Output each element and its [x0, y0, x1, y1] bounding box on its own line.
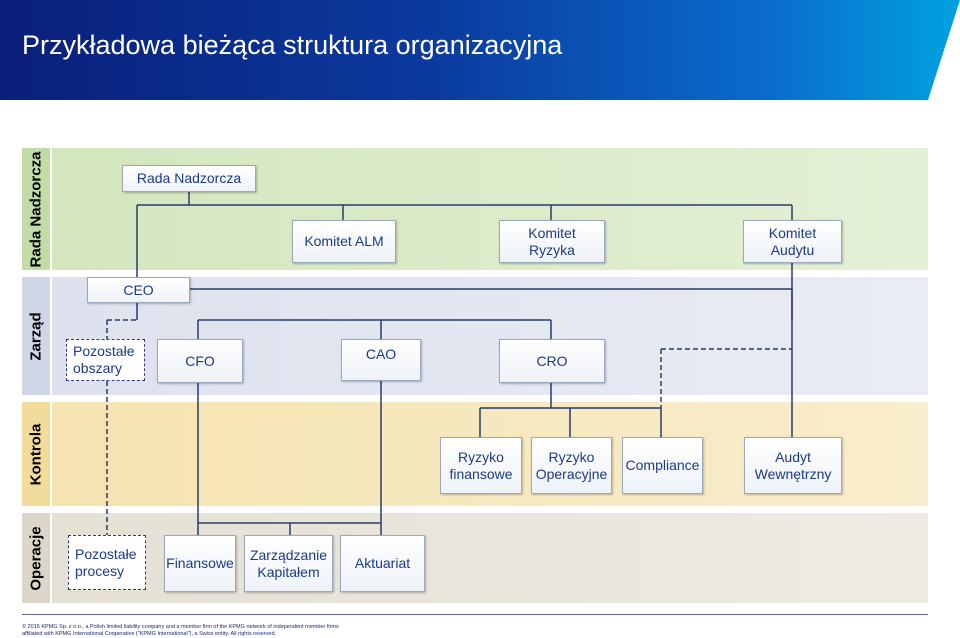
footer-copyright-line1: © 2015 KPMG Sp. z o.o., a Polish limited… [22, 624, 339, 630]
box-cro[interactable]: CRO [499, 339, 605, 383]
box-ryzyko-finansowe[interactable]: Ryzyko finansowe [440, 437, 522, 494]
page-title: Przykładowa bieżąca struktura organizacy… [22, 30, 563, 60]
box-compliance[interactable]: Compliance [622, 437, 703, 494]
box-aktuariat[interactable]: Aktuariat [340, 535, 425, 592]
header-diagonal-cut [928, 0, 960, 100]
box-zarzadzanie-kapitalem[interactable]: Zarządzanie Kapitałem [244, 535, 333, 592]
box-pozostale-obszary[interactable]: Pozostałe obszary [66, 339, 145, 381]
box-komitet-alm[interactable]: Komitet ALM [292, 220, 396, 263]
box-rada-nadzorcza[interactable]: Rada Nadzorcza [122, 165, 256, 192]
box-komitet-audytu[interactable]: Komitet Audytu [743, 220, 842, 263]
header-banner [0, 0, 960, 100]
box-cfo[interactable]: CFO [157, 339, 243, 383]
footer-copyright-line2: affiliated with KPMG International Coope… [22, 631, 277, 637]
box-cao[interactable]: CAO [341, 339, 421, 381]
box-audyt-wewnetrzny[interactable]: Audyt Wewnętrzny [744, 437, 842, 494]
box-pozostale-procesy[interactable]: Pozostałe procesy [68, 535, 146, 590]
box-ceo[interactable]: CEO [87, 277, 190, 303]
box-komitet-ryzyka[interactable]: Komitet Ryzyka [499, 220, 605, 263]
footer-divider [22, 614, 928, 615]
box-finansowe[interactable]: Finansowe [164, 535, 236, 592]
box-ryzyko-operacyjne[interactable]: Ryzyko Operacyjne [531, 437, 612, 494]
